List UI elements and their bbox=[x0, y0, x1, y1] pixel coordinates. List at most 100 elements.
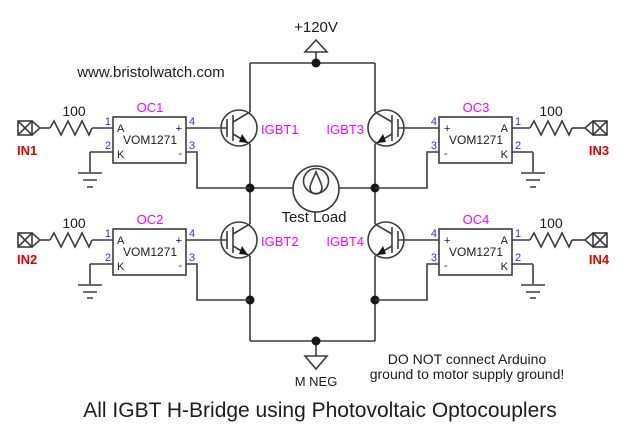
mneg-triangle-icon bbox=[303, 355, 329, 371]
supply-label: +120V bbox=[294, 19, 338, 36]
pin-cathode-label: K bbox=[501, 149, 509, 161]
ground-symbol-icon bbox=[521, 172, 545, 188]
optocoupler-oc4: OC4 VOM1271 + - A K 4 3 1 2 bbox=[375, 212, 545, 301]
pin-cathode-label: K bbox=[501, 261, 509, 273]
collector-lead bbox=[232, 111, 251, 123]
pin-minus-label: - bbox=[444, 260, 448, 272]
pin-minus-label: - bbox=[444, 148, 448, 160]
pin-number: 2 bbox=[515, 140, 521, 152]
igbt4-symbol: IGBT4 bbox=[326, 221, 439, 259]
resistor-value: 100 bbox=[62, 215, 86, 231]
pin-plus-label: + bbox=[176, 123, 182, 135]
pin-number: 2 bbox=[105, 140, 111, 152]
pin-cathode-label: K bbox=[117, 261, 125, 273]
resistor-value: 100 bbox=[539, 103, 563, 119]
pin-number: 3 bbox=[431, 252, 437, 264]
opto-part-number: VOM1271 bbox=[449, 133, 503, 147]
pin-anode-label: A bbox=[117, 235, 125, 247]
test-load-label: Test Load bbox=[281, 209, 346, 226]
junction-dot bbox=[311, 58, 321, 68]
opto-ref: OC4 bbox=[463, 212, 490, 227]
resistor-icon bbox=[49, 119, 93, 137]
opto-ref: OC2 bbox=[137, 212, 164, 227]
pin-number: 4 bbox=[189, 116, 195, 128]
pin-number: 1 bbox=[515, 116, 521, 128]
motor-negative-label: M NEG bbox=[295, 374, 338, 389]
lamp-filament-icon bbox=[309, 169, 323, 195]
pin-anode-label: A bbox=[501, 123, 509, 135]
optocoupler-oc3: OC3 VOM1271 + - A K 4 3 1 2 bbox=[375, 100, 545, 189]
input-channel-in3: 100 IN3 bbox=[512, 103, 609, 158]
ground-symbol-icon bbox=[521, 284, 545, 299]
opto-body bbox=[438, 116, 513, 164]
warning-line1: DO NOT connect Arduino bbox=[388, 351, 547, 367]
opto-body bbox=[438, 228, 513, 276]
wire bbox=[186, 263, 250, 301]
igbt-ref: IGBT2 bbox=[261, 234, 299, 249]
opto-part-number: VOM1271 bbox=[449, 245, 503, 259]
opto-body bbox=[112, 116, 187, 164]
wire bbox=[375, 151, 439, 189]
pin-number: 4 bbox=[189, 228, 195, 240]
input-terminal-x-icon bbox=[592, 120, 608, 136]
website-text: www.bristolwatch.com bbox=[76, 64, 225, 81]
junction-dot bbox=[311, 336, 321, 346]
junction-dots bbox=[245, 58, 380, 346]
page-title: All IGBT H-Bridge using Photovoltaic Opt… bbox=[83, 399, 557, 422]
pin-plus-label: + bbox=[444, 235, 450, 247]
pin-number: 1 bbox=[105, 116, 111, 128]
collector-lead bbox=[374, 223, 393, 235]
igbt-ref: IGBT3 bbox=[326, 122, 364, 137]
igbt2-symbol: IGBT2 bbox=[186, 221, 299, 259]
opto-part-number: VOM1271 bbox=[123, 133, 177, 147]
input-channel-in2: 100 IN2 bbox=[17, 215, 113, 267]
emitter-arrow-icon bbox=[239, 134, 248, 143]
pin-number: 1 bbox=[515, 228, 521, 240]
opto-part-number: VOM1271 bbox=[123, 245, 177, 259]
input-terminal-point-icon bbox=[31, 232, 42, 248]
resistor-value: 100 bbox=[62, 103, 86, 119]
supply-triangle-icon bbox=[303, 38, 329, 53]
warning-line2: ground to motor supply ground! bbox=[370, 366, 565, 382]
input-terminal-x-icon bbox=[17, 120, 33, 136]
igbt1-symbol: IGBT1 bbox=[186, 109, 299, 147]
supply-symbol: +120V bbox=[294, 19, 338, 63]
pin-number: 3 bbox=[189, 252, 195, 264]
pin-anode-label: A bbox=[117, 123, 125, 135]
collector-lead bbox=[232, 223, 251, 235]
input-label: IN1 bbox=[17, 143, 37, 158]
pin-minus-label: - bbox=[178, 260, 182, 272]
pin-number: 3 bbox=[431, 140, 437, 152]
input-terminal-x-icon bbox=[17, 232, 33, 248]
pin-number: 4 bbox=[431, 228, 437, 240]
igbt3-symbol: IGBT3 bbox=[326, 109, 439, 147]
resistor-value: 100 bbox=[539, 215, 563, 231]
pin-plus-label: + bbox=[444, 123, 450, 135]
pin-anode-label: A bbox=[501, 235, 509, 247]
igbt-ref: IGBT4 bbox=[326, 234, 364, 249]
pin-minus-label: - bbox=[178, 148, 182, 160]
input-terminal-point-icon bbox=[583, 232, 594, 248]
input-terminal-x-icon bbox=[592, 232, 608, 248]
pin-number: 2 bbox=[515, 252, 521, 264]
pin-number: 4 bbox=[431, 116, 437, 128]
opto-ref: OC3 bbox=[463, 100, 490, 115]
resistor-icon bbox=[529, 231, 573, 249]
wire bbox=[375, 263, 439, 301]
collector-lead bbox=[374, 111, 393, 123]
emitter-arrow-icon bbox=[377, 134, 386, 143]
wire bbox=[186, 151, 250, 189]
optocoupler-oc1: OC1 VOM1271 A K + - 1 2 4 3 bbox=[78, 100, 250, 189]
resistor-icon bbox=[529, 119, 573, 137]
input-label: IN2 bbox=[17, 252, 37, 267]
input-terminal-point-icon bbox=[31, 120, 42, 136]
opto-ref: OC1 bbox=[137, 100, 164, 115]
motor-negative-symbol: M NEG bbox=[295, 341, 338, 389]
pin-number: 1 bbox=[105, 228, 111, 240]
emitter-arrow-icon bbox=[239, 246, 248, 255]
emitter-arrow-icon bbox=[377, 246, 386, 255]
igbt-ref: IGBT1 bbox=[261, 122, 299, 137]
opto-body bbox=[112, 228, 187, 276]
resistor-icon bbox=[49, 231, 93, 249]
